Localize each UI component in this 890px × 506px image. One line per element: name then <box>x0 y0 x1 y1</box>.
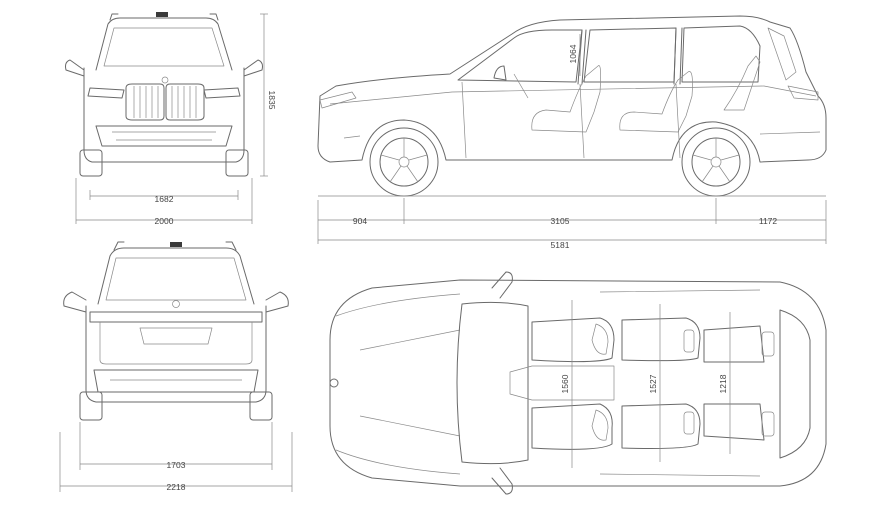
top-front-seat-right <box>531 403 613 450</box>
front-track-label: 1682 <box>155 194 174 204</box>
top-logo-icon <box>329 378 339 388</box>
rear-logo-icon <box>172 300 180 308</box>
front-grille-right <box>165 83 205 121</box>
top-width-row3-label: 1218 <box>718 374 728 393</box>
top-width-row1-label: 1560 <box>560 374 570 393</box>
top-windscreen <box>456 301 529 465</box>
top-rear-seat-left <box>703 325 765 363</box>
front-height-label: 1835 <box>267 91 277 110</box>
front-width-label: 2000 <box>155 216 174 226</box>
side-front-wheel <box>369 127 439 197</box>
top-front-seat-left <box>531 317 615 363</box>
side-front-seat <box>531 65 602 133</box>
top-width-row2-label: 1527 <box>648 374 658 393</box>
side-wheelbase-label: 3105 <box>551 216 570 226</box>
rear-antenna-icon <box>170 242 182 247</box>
rear-width-label: 2218 <box>167 482 186 492</box>
front-grille-left <box>125 83 165 121</box>
top-rear-window <box>779 309 811 459</box>
side-rear-overhang-label: 1172 <box>759 216 778 226</box>
side-front-window <box>457 29 583 83</box>
rear-view: 1703 2218 <box>59 241 293 492</box>
top-middle-seat-left <box>621 317 701 362</box>
side-quarter-window <box>681 25 761 83</box>
side-headroom-label: 1064 <box>568 44 578 63</box>
roof-antenna-icon <box>156 12 168 17</box>
side-rear-wheel <box>681 127 751 197</box>
rear-window <box>105 257 247 301</box>
side-front-overhang-label: 904 <box>353 216 367 226</box>
brand-logo-icon <box>161 76 169 84</box>
side-view: 1064 904 3105 1172 5181 <box>317 15 827 250</box>
side-length-label: 5181 <box>551 240 570 250</box>
rear-track-label: 1703 <box>167 460 186 470</box>
front-view: 1835 1682 2000 <box>65 12 277 226</box>
side-rear-seat <box>723 55 761 111</box>
side-rear-window <box>583 27 677 83</box>
top-view: 1560 1527 1218 <box>329 271 827 495</box>
side-middle-seat <box>619 71 693 133</box>
top-rear-seat-right <box>703 403 765 441</box>
top-middle-seat-right <box>621 403 701 449</box>
